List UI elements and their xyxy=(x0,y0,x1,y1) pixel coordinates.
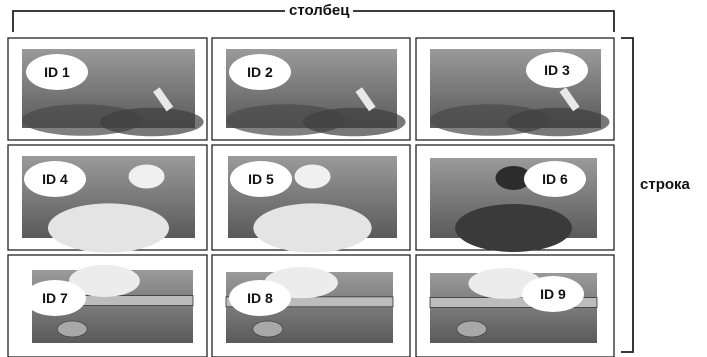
row-bracket xyxy=(621,37,634,353)
tile-9: ID 9 xyxy=(415,254,615,357)
tile-id-label: ID 9 xyxy=(540,286,566,302)
tile-2: ID 2 xyxy=(211,37,411,141)
row-label: строка xyxy=(640,176,690,194)
tile-5: ID 5 xyxy=(211,144,411,253)
tile-6: ID 6 xyxy=(415,144,615,252)
id-oval xyxy=(522,276,584,312)
tile-id-label: ID 7 xyxy=(42,290,68,306)
id-oval xyxy=(229,280,291,316)
tile-3: ID 3 xyxy=(415,37,615,141)
tile-photo xyxy=(430,49,610,137)
tile-8: ID 8 xyxy=(211,254,411,357)
tile-id-label: ID 3 xyxy=(544,62,570,78)
tile-1: ID 1 xyxy=(7,37,208,141)
tile-id-label: ID 1 xyxy=(44,64,70,80)
tile-7: ID 7 xyxy=(7,254,208,357)
tile-photo xyxy=(226,49,406,137)
id-oval xyxy=(26,54,88,90)
id-oval xyxy=(24,280,86,316)
tile-id-label: ID 6 xyxy=(542,171,568,187)
column-label: столбец xyxy=(285,2,354,20)
id-oval xyxy=(229,54,291,90)
tile-id-label: ID 8 xyxy=(247,290,273,306)
tiles-layer: ID 1 ID 2 ID 3 ID 4 ID 5 ID 6 ID 7 ID 8 ID 9 xyxy=(7,37,615,357)
tile-id-label: ID 5 xyxy=(248,171,274,187)
tile-photo xyxy=(228,156,397,253)
id-oval xyxy=(524,161,586,197)
id-oval xyxy=(526,52,588,88)
id-oval xyxy=(24,161,86,197)
tile-id-label: ID 2 xyxy=(247,64,273,80)
tile-id-label: ID 4 xyxy=(42,171,68,187)
id-oval xyxy=(230,161,292,197)
tile-4: ID 4 xyxy=(7,144,208,253)
